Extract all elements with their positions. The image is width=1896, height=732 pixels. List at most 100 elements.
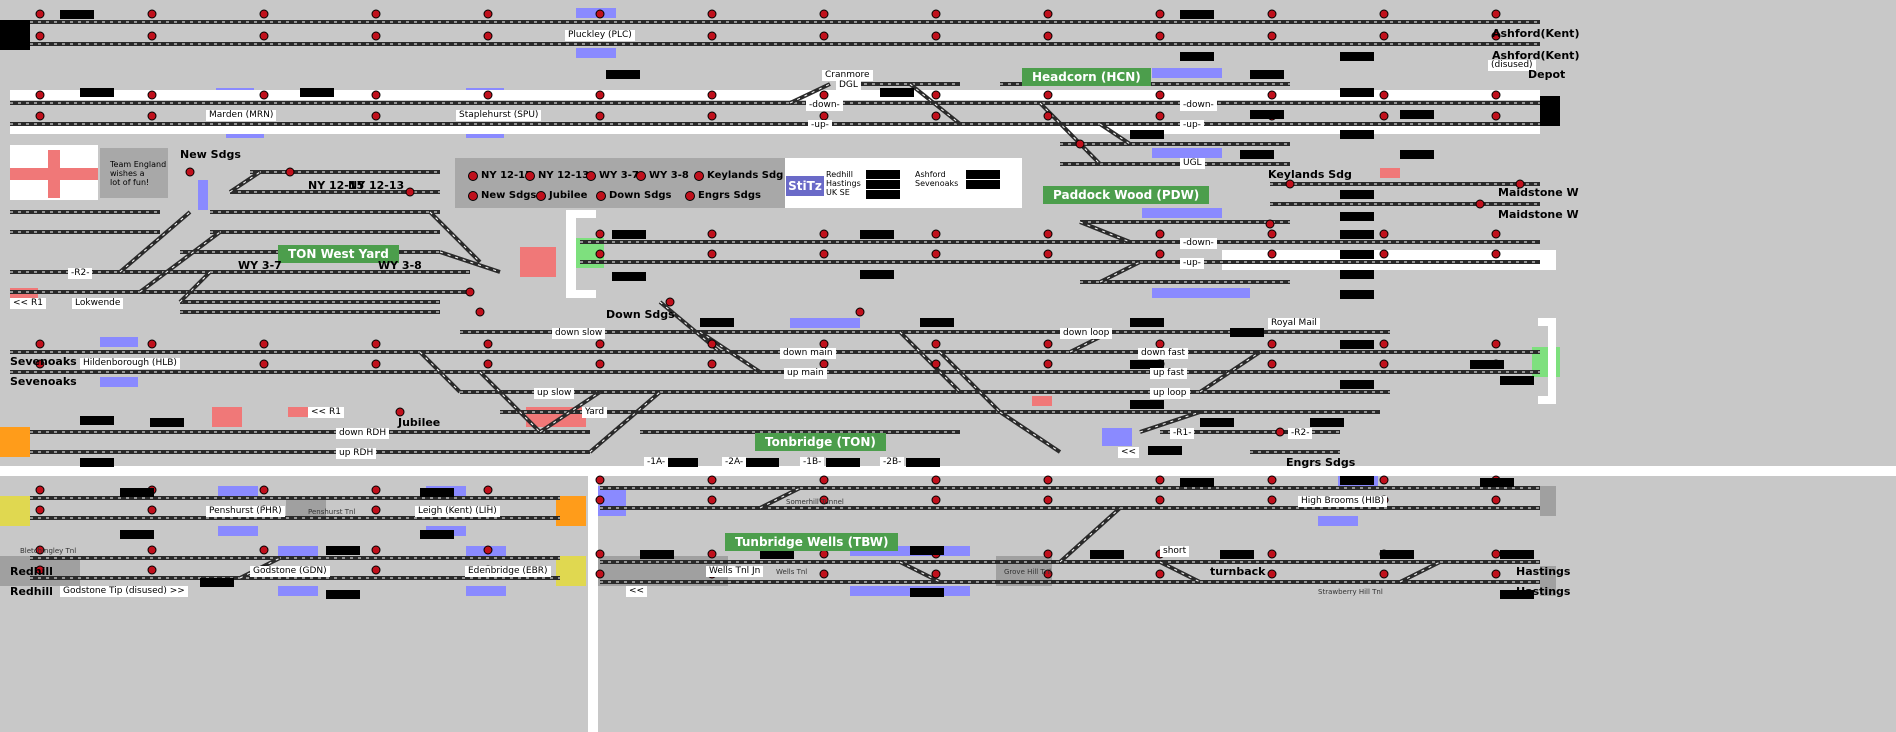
signal-icon[interactable] [147, 505, 157, 515]
signal-icon[interactable] [147, 31, 157, 41]
signal-icon[interactable] [1267, 359, 1277, 369]
signal-icon[interactable] [1043, 229, 1053, 239]
signal-icon[interactable] [1491, 495, 1501, 505]
signal-icon[interactable] [1379, 249, 1389, 259]
signal-icon[interactable] [395, 407, 405, 417]
signal-icon[interactable] [35, 565, 45, 575]
signal-icon[interactable] [1267, 90, 1277, 100]
signal-icon[interactable] [1379, 475, 1389, 485]
signal-icon[interactable] [665, 297, 675, 307]
signal-icon[interactable] [1491, 339, 1501, 349]
signal-icon[interactable] [1379, 9, 1389, 19]
signal-icon[interactable] [1043, 249, 1053, 259]
signal-icon[interactable] [1491, 249, 1501, 259]
signal-icon[interactable] [1379, 359, 1389, 369]
legend-engrs-sdgs[interactable]: Engrs Sdgs [685, 190, 761, 201]
signal-icon[interactable] [483, 90, 493, 100]
signal-icon[interactable] [931, 90, 941, 100]
signal-icon[interactable] [465, 287, 475, 297]
signal-icon[interactable] [1267, 549, 1277, 559]
signal-icon[interactable] [707, 475, 717, 485]
signal-icon[interactable] [931, 475, 941, 485]
signal-icon[interactable] [1491, 569, 1501, 579]
signal-icon[interactable] [707, 339, 717, 349]
signal-icon[interactable] [1515, 179, 1525, 189]
signal-icon[interactable] [1379, 111, 1389, 121]
signal-icon[interactable] [595, 111, 605, 121]
signal-icon[interactable] [819, 359, 829, 369]
signal-icon[interactable] [1267, 475, 1277, 485]
legend-keylands-sdg[interactable]: Keylands Sdg [694, 170, 783, 181]
legend-jubilee[interactable]: Jubilee [536, 190, 587, 201]
signal-icon[interactable] [35, 31, 45, 41]
signal-icon[interactable] [147, 545, 157, 555]
signal-icon[interactable] [1043, 31, 1053, 41]
signal-icon[interactable] [35, 90, 45, 100]
signal-icon[interactable] [371, 90, 381, 100]
signal-icon[interactable] [595, 549, 605, 559]
signal-icon[interactable] [931, 359, 941, 369]
signal-icon[interactable] [1155, 339, 1165, 349]
signal-icon[interactable] [259, 359, 269, 369]
legend-new-sdgs[interactable]: New Sdgs [468, 190, 536, 201]
signal-icon[interactable] [707, 111, 717, 121]
signal-icon[interactable] [1267, 495, 1277, 505]
signal-icon[interactable] [1043, 111, 1053, 121]
signal-icon[interactable] [371, 339, 381, 349]
signal-icon[interactable] [1491, 549, 1501, 559]
signal-icon[interactable] [1155, 111, 1165, 121]
signal-icon[interactable] [371, 485, 381, 495]
signal-icon[interactable] [259, 339, 269, 349]
signal-icon[interactable] [1379, 31, 1389, 41]
signal-icon[interactable] [595, 229, 605, 239]
signal-icon[interactable] [259, 31, 269, 41]
signal-icon[interactable] [931, 339, 941, 349]
signal-icon[interactable] [1491, 9, 1501, 19]
signal-icon[interactable] [931, 229, 941, 239]
signal-icon[interactable] [35, 9, 45, 19]
signal-icon[interactable] [1043, 549, 1053, 559]
signal-icon[interactable] [483, 485, 493, 495]
signal-icon[interactable] [595, 495, 605, 505]
signal-icon[interactable] [819, 31, 829, 41]
signal-icon[interactable] [483, 9, 493, 19]
signal-icon[interactable] [1491, 90, 1501, 100]
legend-down-sdgs[interactable]: Down Sdgs [596, 190, 671, 201]
signal-icon[interactable] [1043, 9, 1053, 19]
signal-icon[interactable] [595, 249, 605, 259]
signal-icon[interactable] [931, 31, 941, 41]
signal-icon[interactable] [819, 90, 829, 100]
signal-icon[interactable] [1267, 229, 1277, 239]
signal-icon[interactable] [259, 90, 269, 100]
signal-icon[interactable] [1155, 495, 1165, 505]
signal-icon[interactable] [819, 229, 829, 239]
signal-icon[interactable] [483, 359, 493, 369]
signal-icon[interactable] [371, 111, 381, 121]
signal-icon[interactable] [371, 9, 381, 19]
legend-wy-3-7[interactable]: WY 3-7 [586, 170, 639, 181]
signal-icon[interactable] [371, 565, 381, 575]
signal-icon[interactable] [1285, 179, 1295, 189]
signal-icon[interactable] [147, 339, 157, 349]
signal-icon[interactable] [707, 549, 717, 559]
signal-icon[interactable] [931, 249, 941, 259]
signal-icon[interactable] [1043, 359, 1053, 369]
signal-icon[interactable] [819, 111, 829, 121]
signal-icon[interactable] [1155, 9, 1165, 19]
signal-icon[interactable] [707, 495, 717, 505]
signal-icon[interactable] [707, 359, 717, 369]
legend-wy-3-8[interactable]: WY 3-8 [636, 170, 689, 181]
signal-icon[interactable] [483, 31, 493, 41]
signal-icon[interactable] [1267, 339, 1277, 349]
signal-icon[interactable] [1043, 475, 1053, 485]
signal-icon[interactable] [185, 167, 195, 177]
signal-icon[interactable] [855, 307, 865, 317]
signal-icon[interactable] [595, 359, 605, 369]
signal-icon[interactable] [707, 9, 717, 19]
signal-icon[interactable] [1043, 569, 1053, 579]
signal-icon[interactable] [1491, 111, 1501, 121]
signal-icon[interactable] [371, 31, 381, 41]
signal-icon[interactable] [35, 359, 45, 369]
signal-icon[interactable] [483, 545, 493, 555]
legend-ny-12-15[interactable]: NY 12-15 [468, 170, 532, 181]
